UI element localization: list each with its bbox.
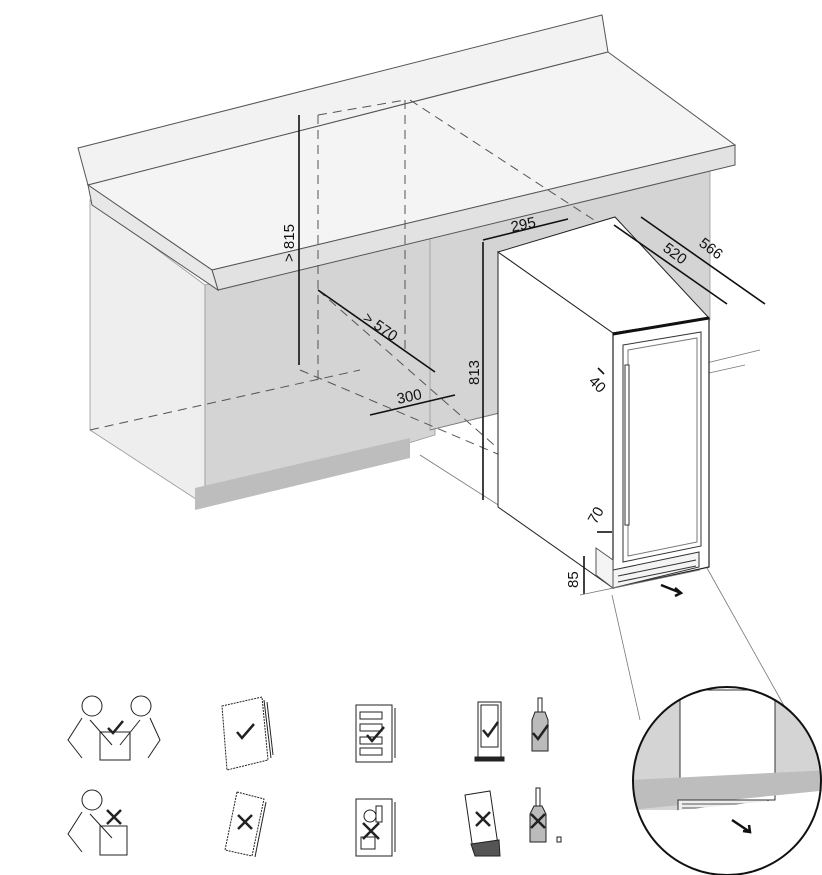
icon-bottle [531, 697, 550, 752]
icon-upright-transport [474, 701, 505, 762]
icon-tilted-transport [464, 790, 501, 857]
check-icon [107, 720, 124, 735]
dim-plinth-height: 85 [565, 571, 582, 588]
dimension-lines [298, 115, 766, 596]
check-icon [366, 726, 385, 743]
icon-ignore-manual [224, 791, 267, 858]
dim-door-gap: 70 [585, 504, 608, 527]
wine-cooler [496, 216, 711, 598]
icon-read-manual [221, 696, 274, 771]
check-icon [532, 724, 550, 742]
cross-icon [237, 814, 253, 830]
icon-bottle-misuse [529, 787, 562, 843]
dim-appliance-height: 813 [466, 360, 483, 385]
icon-store-wine-only [355, 704, 396, 763]
cross-icon [106, 809, 122, 825]
left-plinth [195, 438, 410, 510]
dim-niche-height: > 815 [281, 224, 298, 262]
cross-icon [475, 811, 491, 827]
icon-one-person-lift [67, 789, 128, 856]
dim-appliance-width: 295 [509, 214, 537, 236]
icon-two-person-lift [67, 695, 161, 761]
airflow-arrow-icon [731, 818, 752, 834]
cross-icon [362, 822, 380, 840]
icon-store-food [355, 798, 396, 857]
dim-niche-width: 300 [395, 386, 423, 408]
countertop-side [87, 183, 219, 292]
airflow-arrow-icon [660, 583, 684, 598]
check-icon [236, 723, 255, 740]
detail-magnifier [632, 686, 822, 875]
check-icon [482, 721, 500, 739]
cross-icon [530, 813, 546, 829]
